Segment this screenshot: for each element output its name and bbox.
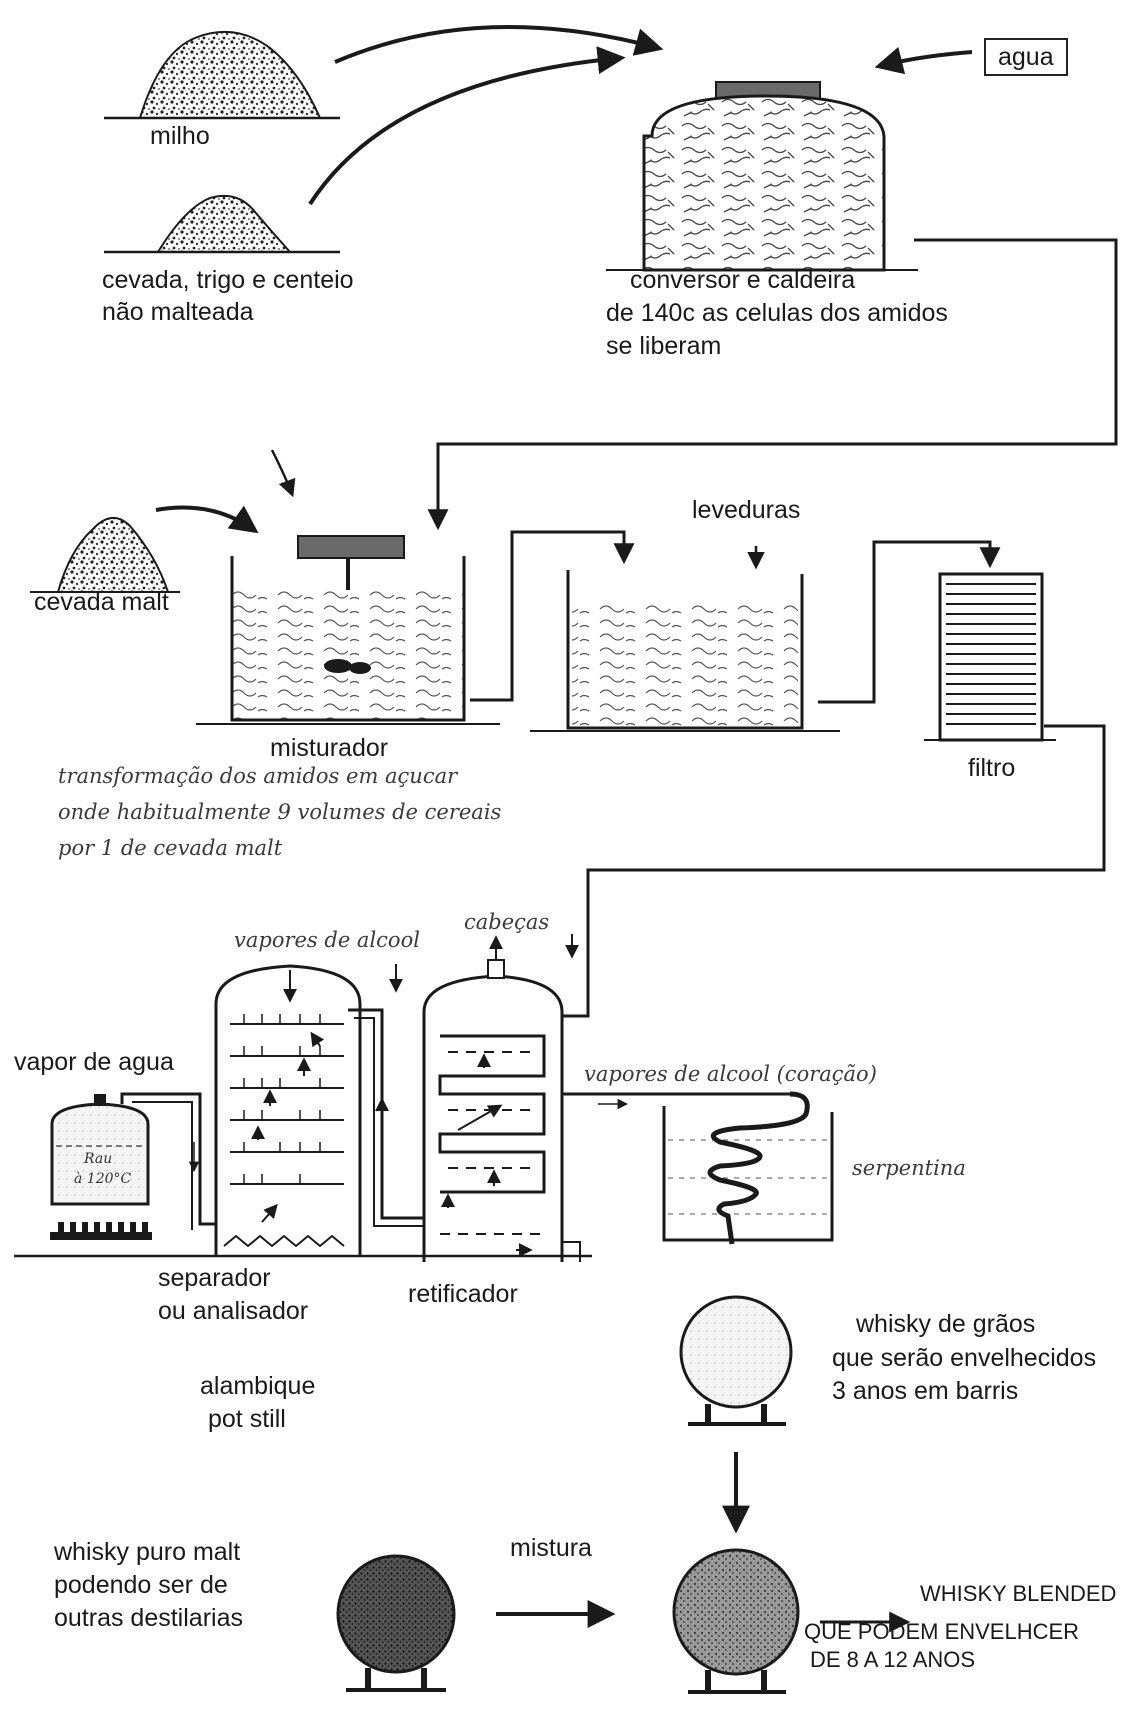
separador-column <box>214 964 362 1256</box>
serpentina-label: serpentina <box>852 1156 966 1180</box>
retificador-column <box>422 935 581 1262</box>
arrow-small-down <box>270 449 296 498</box>
pipe-fermentador-to-filtro <box>818 540 1001 704</box>
serpentina-tank <box>662 1091 834 1245</box>
whisky-graos-line-3: 3 anos em barris <box>832 1377 1019 1405</box>
leveduras-label: leveduras <box>692 496 801 524</box>
pipe-conversor-to-misturador <box>427 238 1118 531</box>
arrow-malt-to-misturador <box>155 505 259 534</box>
vapores-coracao-label: vapores de alcool (coração) <box>584 1062 877 1086</box>
alambique-label-line-2: pot still <box>208 1405 286 1433</box>
filtro-unit <box>924 572 1056 742</box>
milho-pile <box>104 30 340 120</box>
pipe-misturador-to-fermentador <box>470 530 635 702</box>
arrow-cevada-to-conversor <box>308 46 626 206</box>
alambique-label-line-1: alambique <box>200 1372 316 1400</box>
barrel-graos <box>679 1295 793 1426</box>
cabecas-label: cabeças <box>464 910 550 934</box>
conversor-label-line-2: de 140c as celulas dos amidos <box>606 299 948 327</box>
whisky-malt-line-1: whisky puro malt <box>54 1538 241 1566</box>
pipe-separador-to-retificador-inner <box>354 1017 440 1227</box>
cevada-nao-malteada-line-1: cevada, trigo e centeio <box>102 266 354 294</box>
conversor-label-line-3: se liberam <box>606 332 722 360</box>
fermentador-tank <box>530 570 840 732</box>
barrel-malt <box>336 1554 456 1692</box>
misturador-note-line-1: transformação dos amidos em açucar <box>58 764 458 788</box>
agua-label: agua <box>984 38 1068 76</box>
separador-label-line-1: separador <box>158 1264 271 1292</box>
blended-line-1: WHISKY BLENDED <box>920 1581 1117 1606</box>
whisky-graos-line-1: whisky de grãos <box>856 1310 1036 1338</box>
cevada-nao-malteada-line-2: não malteada <box>102 298 254 326</box>
cevada-malt-label: cevada malt <box>34 588 169 616</box>
pipe-boiler-to-separador-inner <box>132 1101 193 1230</box>
whisky-graos-line-2: que serão envelhecidos <box>832 1344 1097 1372</box>
whisky-malt-line-2: podendo ser de <box>54 1571 228 1599</box>
misturador-label: misturador <box>270 734 389 762</box>
misturador-note-line-2: onde habitualmente 9 volumes de cereais <box>58 800 502 824</box>
vapores-alcool-label: vapores de alcool <box>234 928 420 952</box>
blended-line-3: DE 8 A 12 ANOS <box>810 1647 976 1672</box>
blended-line-2: QUE PODEM ENVELHCER <box>804 1619 1080 1644</box>
conversor-vessel <box>606 81 918 272</box>
barrel-blend <box>672 1548 800 1694</box>
cevada-malt-pile <box>30 517 180 593</box>
separador-label-line-2: ou analisador <box>158 1297 309 1325</box>
milho-label: milho <box>150 122 210 150</box>
mistura-label: mistura <box>510 1534 592 1562</box>
misturador-note-line-3: por 1 de cevada malt <box>58 836 283 860</box>
boiler-temp-line-1: Rau <box>84 1151 113 1167</box>
pipe-filtro-to-retificador <box>560 724 1106 1018</box>
cevada-pile <box>104 194 340 254</box>
boiler-temp-line-2: à 120°C <box>74 1171 132 1187</box>
boiler <box>50 1094 152 1240</box>
retificador-label: retificador <box>408 1280 518 1308</box>
filtro-label: filtro <box>968 754 1016 782</box>
conversor-label-line-1: conversor e caldeira <box>630 266 856 294</box>
arrow-milho-to-conversor <box>334 25 664 64</box>
vapor-agua-label: vapor de agua <box>14 1048 174 1076</box>
whisky-malt-line-3: outras destilarias <box>54 1604 243 1632</box>
misturador-tank <box>196 535 500 725</box>
pipe-boiler-to-separador <box>120 1092 230 1226</box>
arrow-agua-to-conversor <box>874 46 973 75</box>
